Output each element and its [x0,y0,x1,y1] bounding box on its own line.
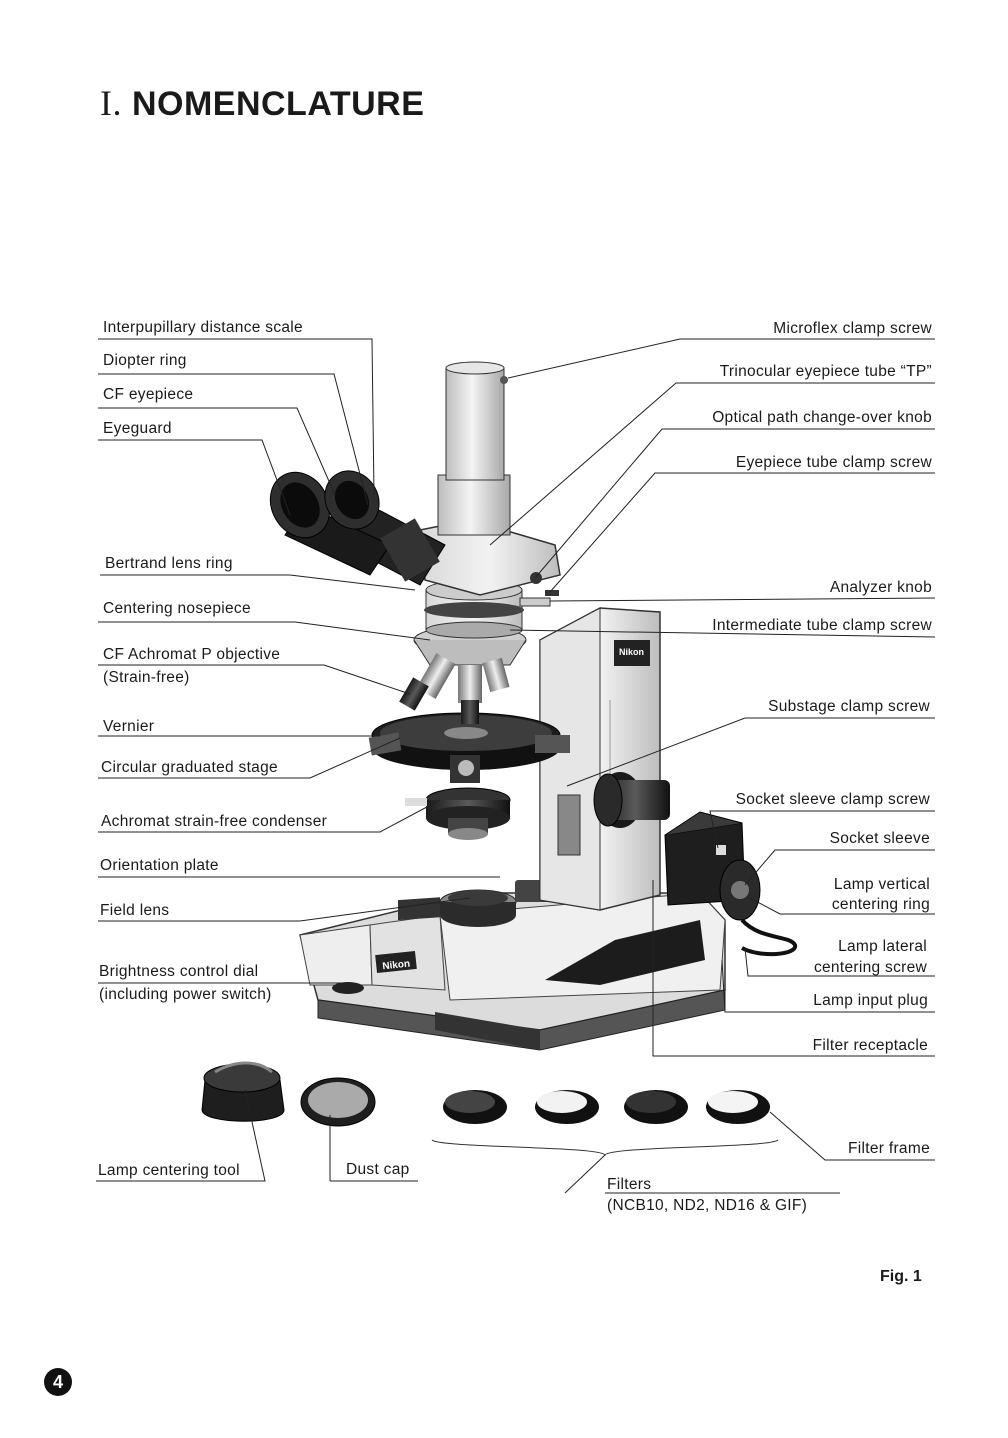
label-eyeguard: Eyeguard [103,420,172,437]
label-field-lens: Field lens [100,902,170,919]
label-centering-nosepiece: Centering nosepiece [103,600,251,617]
filter-nd16 [624,1090,688,1124]
filter-ncb10 [443,1090,507,1124]
socket-clamp-screw [716,845,726,855]
title-text: NOMENCLATURE [131,85,425,123]
label-socket-sleeve: Socket sleeve [829,830,930,847]
label-orientation-plate: Orientation plate [100,857,219,874]
label-centering-ring: centering ring [831,896,930,913]
label-including-power-switch: (including power switch) [99,986,272,1003]
condenser [405,787,511,840]
label-eyepiece-tube-clamp-screw: Eyepiece tube clamp screw [735,454,932,471]
label-optical-path-knob: Optical path change-over knob [712,409,932,426]
label-achromat-condenser: Achromat strain-free condenser [101,813,328,830]
page-title: I. NOMENCLATURE [100,82,424,124]
label-centering-screw: centering screw [813,959,927,976]
label-lamp-centering-tool: Lamp centering tool [98,1162,240,1179]
label-cf-achromat-objective: CF Achromat P objective [103,646,281,663]
label-socket-sleeve-clamp-screw: Socket sleeve clamp screw [735,791,930,808]
title-roman: I. [100,83,122,123]
label-filters-list: (NCB10, ND2, ND16 & GIF) [607,1197,808,1214]
nosepiece [399,625,527,724]
analyzer-knob [519,597,551,607]
label-intermediate-tube-clamp-screw: Intermediate tube clamp screw [712,617,932,634]
stand-nikon-badge [614,640,650,666]
label-diopter-ring: Diopter ring [103,352,187,369]
label-lamp-lateral: Lamp lateral [838,938,927,955]
accessories [201,1061,779,1157]
microflex-clamp [500,376,508,384]
lamp-cable [740,918,797,957]
label-circular-graduated-stage: Circular graduated stage [101,759,278,776]
circular-stage [368,712,570,783]
trinocular-photo-tube [445,367,505,481]
base-nikon-badge [375,950,417,974]
label-analyzer-knob: Analyzer knob [829,579,932,596]
label-cf-eyepiece: CF eyepiece [103,386,194,403]
label-filter-receptacle: Filter receptacle [812,1037,928,1054]
label-lamp-input-plug: Lamp input plug [813,992,928,1009]
label-microflex-clamp-screw: Microflex clamp screw [773,320,932,337]
label-brightness-control-dial: Brightness control dial [99,963,259,980]
page-number: 4 [44,1368,72,1396]
leader-lines [96,338,936,1194]
filter-nd2 [535,1090,599,1124]
label-cf-achromat-strain-free: (Strain-free) [103,669,190,686]
brightness-dial [332,982,364,994]
stand-badge-text: Nikon [619,647,644,657]
label-vernier: Vernier [103,718,155,735]
label-dust-cap: Dust cap [346,1161,410,1178]
binocular-eyepieces [269,470,446,586]
label-substage-clamp-screw: Substage clamp screw [768,698,930,715]
label-trinocular-eyepiece-tube: Trinocular eyepiece tube “TP” [719,363,932,380]
label-lamp-vertical: Lamp vertical [833,876,930,893]
label-filters: Filters [607,1176,652,1193]
filter-gif [706,1090,770,1124]
microscope-base: Nikon [299,880,726,1051]
base-badge-text: Nikon [382,959,411,973]
microscope-stand: Nikon [539,607,670,911]
label-filter-frame: Filter frame [848,1140,930,1157]
label-interpupillary-distance-scale: Interpupillary distance scale [103,319,303,336]
trinocular-head [419,361,561,596]
changeover-knob [530,572,542,584]
label-bertrand-lens-ring: Bertrand lens ring [105,555,233,572]
figure-label: Fig. 1 [880,1268,922,1285]
intermediate-tube [424,579,551,639]
lamp-house [664,811,797,957]
